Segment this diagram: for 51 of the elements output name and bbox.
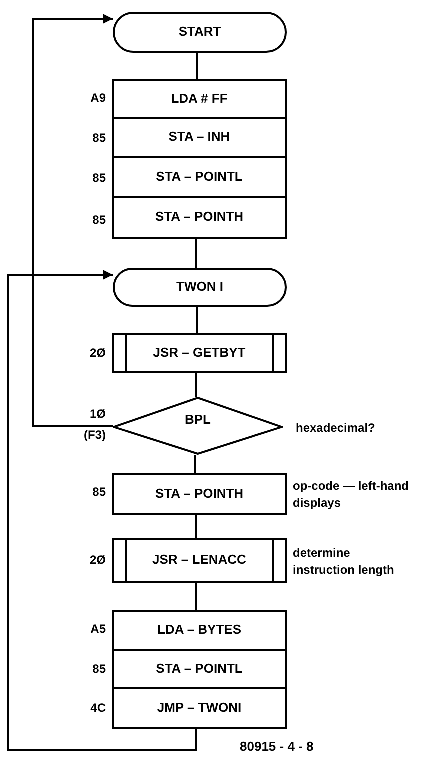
side-note: 85 xyxy=(92,661,106,678)
process-box xyxy=(112,649,287,689)
process-box xyxy=(112,156,287,198)
node-label: LDA – BYTES xyxy=(157,622,242,639)
connector-line xyxy=(194,455,196,473)
connector-line xyxy=(196,583,198,610)
node-label: LDA # FF xyxy=(171,90,228,108)
node-label: JMP – TWONI xyxy=(157,700,242,716)
node-label: TWON I xyxy=(176,279,224,296)
node-label: STA – INH xyxy=(168,129,230,146)
side-note: A9 xyxy=(90,90,106,107)
side-note: 2Ø xyxy=(88,552,106,569)
side-note: hexadecimal? xyxy=(296,420,376,437)
side-note: 85 xyxy=(92,130,106,147)
node-label: STA – POINTH xyxy=(155,209,244,226)
node-label: START xyxy=(178,24,222,41)
figure-number: 80915 - 4 - 8 xyxy=(240,738,314,756)
process-box xyxy=(112,79,287,119)
side-note: 85 xyxy=(92,484,106,501)
subroutine-box xyxy=(112,538,287,583)
connector-line xyxy=(196,239,198,268)
side-note: determine instruction length xyxy=(293,545,396,580)
connector-line xyxy=(196,515,198,538)
process-box xyxy=(112,196,287,239)
connector-line xyxy=(32,14,113,427)
side-note: 2Ø xyxy=(88,345,106,362)
side-note: 85 xyxy=(92,170,106,187)
connector-line xyxy=(196,307,198,333)
node-label: STA – POINTL xyxy=(156,168,243,186)
terminal-box xyxy=(113,268,287,307)
node-label: STA – POINTL xyxy=(156,660,243,678)
subroutine-box xyxy=(112,333,287,373)
side-note: 85 xyxy=(92,212,106,229)
side-note: 1Ø xyxy=(88,406,106,423)
process-box xyxy=(112,687,287,729)
terminal-box xyxy=(113,12,287,53)
decision-diamond xyxy=(113,397,283,455)
side-note: A5 xyxy=(90,621,106,638)
process-box xyxy=(112,610,287,651)
side-note: op-code — left-hand displays xyxy=(293,478,410,512)
process-box xyxy=(112,473,287,515)
node-label: BPL xyxy=(185,412,211,428)
process-box xyxy=(112,117,287,158)
node-label: JSR – GETBYT xyxy=(153,344,246,362)
node-label: STA – POINTH xyxy=(155,486,244,502)
side-note: (F3) xyxy=(83,427,106,444)
connector-line xyxy=(7,270,198,751)
connector-line xyxy=(196,373,198,397)
connector-line xyxy=(196,53,198,79)
side-note: 4C xyxy=(90,700,106,717)
node-label: JSR – LENACC xyxy=(152,552,246,569)
